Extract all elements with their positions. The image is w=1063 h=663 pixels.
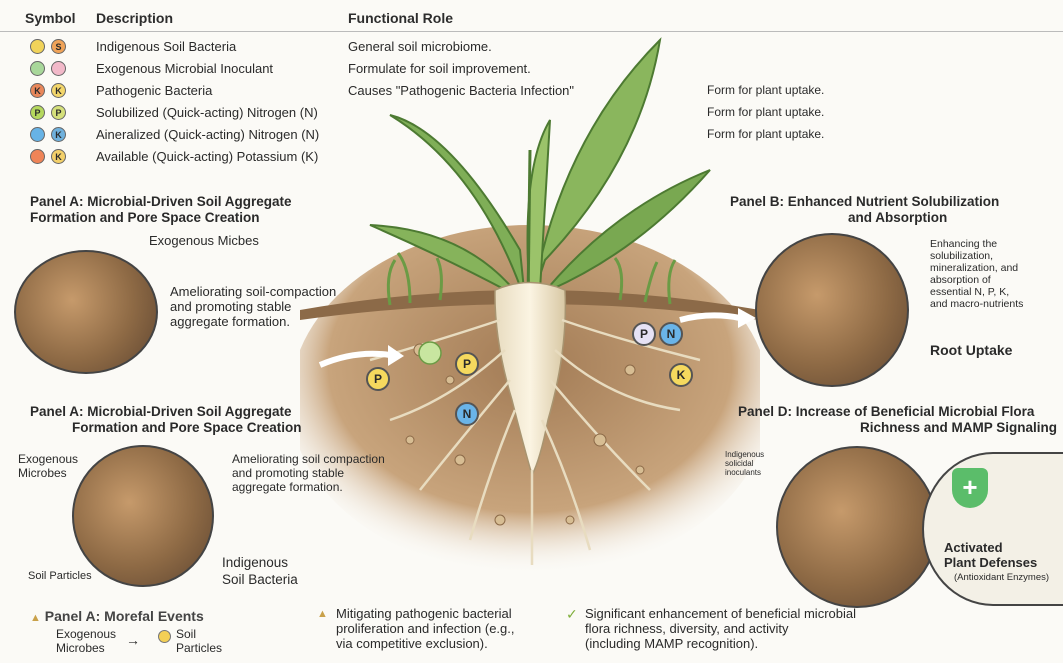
label-line: Particles [176, 641, 222, 655]
pathogenic-bacteria-symbol: K [30, 83, 45, 98]
activated-defenses-label: Activated Plant Defenses [944, 540, 1037, 570]
arrow-right-icon: → [126, 632, 140, 648]
soil-particles-label: Soil Particles [28, 570, 92, 582]
pathogen-mitigation-text: Mitigating pathogenic bacterial prolifer… [336, 606, 515, 651]
phosphorus-marker: P [455, 352, 479, 376]
mineral-nitrogen-symbol [30, 127, 45, 142]
panel-a-top-title-2: Formation and Pore Space Creation [30, 210, 260, 226]
legend-description: Available (Quick-acting) Potassium (K) [96, 149, 318, 164]
triangle-icon: ▲ [317, 608, 328, 620]
root-zoom-circle [755, 233, 909, 387]
note-line: and macro-nutrients [930, 298, 1023, 310]
label-line: solicidal [725, 459, 764, 468]
legend-header-description: Description [96, 10, 173, 26]
caption-line: and promoting stable [170, 299, 336, 314]
caption-line: aggregate formation. [232, 480, 385, 494]
text-line: Significant enhancement of beneficial mi… [585, 606, 856, 621]
panel-b-title-1: Panel B: Enhanced Nutrient Solubilizatio… [730, 194, 999, 210]
flora-enhancement-text: Significant enhancement of beneficial mi… [585, 606, 856, 651]
soil-particle-icon [158, 630, 171, 643]
plant-soil-illustration [300, 20, 760, 600]
mineral-nitrogen-symbol: K [51, 127, 66, 142]
caption-line: and promoting stable [232, 466, 385, 480]
shield-icon: + [952, 468, 988, 508]
label-line: inoculants [725, 468, 764, 477]
exogenous-microbes-label: Exogenous Microbes [18, 452, 78, 480]
label-line: Activated [944, 540, 1037, 555]
panel-b-title-2: and Absorption [848, 210, 947, 226]
root-uptake-label: Root Uptake [930, 342, 1012, 358]
label-line: Indigenous [725, 450, 764, 459]
exogenous-inoculant-symbol [51, 61, 66, 76]
label-line: Microbes [56, 641, 116, 655]
panel-a-top-title-1: Panel A: Microbial-Driven Soil Aggregate [30, 194, 292, 210]
label-line: Soil [176, 627, 222, 641]
soil-particles-legend: Soil Particles [176, 627, 222, 655]
caption-line: aggregate formation. [170, 314, 336, 329]
legend-description: Aineralized (Quick-acting) Nitrogen (N) [96, 127, 319, 142]
nitrogen-marker: N [659, 322, 683, 346]
panel-d-small-label: Indigenous solicidal inoculants [725, 450, 764, 477]
note-line: essential N, P, K, [930, 286, 1023, 298]
phosphorus-marker: P [366, 367, 390, 391]
label-line: Soil Bacteria [222, 571, 298, 588]
note-line: absorption of [930, 274, 1023, 286]
nitrogen-symbol: P [51, 105, 66, 120]
exogenous-microbes-legend: Exogenous Microbes [56, 627, 116, 655]
exogenous-microbes-label: Exogenous Micbes [149, 233, 259, 248]
nitrogen-symbol: P [30, 105, 45, 120]
text-line: (including MAMP recognition). [585, 636, 856, 651]
caption-line: Ameliorating soil compaction [232, 452, 385, 466]
panel-d-title-1: Panel D: Increase of Beneficial Microbia… [738, 404, 1034, 420]
potassium-marker: K [669, 363, 693, 387]
legend-description: Indigenous Soil Bacteria [96, 39, 236, 54]
note-line: mineralization, and [930, 262, 1023, 274]
panel-a-bottom-caption: Ameliorating soil compaction and promoti… [232, 452, 385, 494]
indigenous-bacteria-symbol [30, 39, 45, 54]
text-line: proliferation and infection (e.g., [336, 621, 515, 636]
caption-line: Ameliorating soil-compaction [170, 284, 336, 299]
legend-description: Solubilized (Quick-acting) Nitrogen (N) [96, 105, 318, 120]
label-line: Exogenous [56, 627, 116, 641]
label-line: Exogenous [18, 452, 78, 466]
microbe [419, 342, 441, 364]
aggregate-zoom-circle [14, 250, 158, 374]
indigenous-bacteria-symbol: S [51, 39, 66, 54]
note-line: Enhancing the [930, 238, 1023, 250]
check-icon: ✓ [566, 606, 578, 623]
panel-d-title-2: Richness and MAMP Signaling [860, 420, 1057, 436]
nitrogen-marker: N [455, 402, 479, 426]
panel-b-note: Enhancing the solubilization, mineraliza… [930, 238, 1023, 310]
panel-a-events-title: ▲ Panel A: Morefal Events [30, 608, 204, 624]
legend-description: Pathogenic Bacteria [96, 83, 212, 98]
events-title-text: Panel A: Morefal Events [45, 608, 204, 624]
panel-a-bottom-title-1: Panel A: Microbial-Driven Soil Aggregate [30, 404, 292, 420]
text-line: Mitigating pathogenic bacterial [336, 606, 515, 621]
panel-a-bottom-title-2: Formation and Pore Space Creation [72, 420, 302, 436]
legend-description: Exogenous Microbial Inoculant [96, 61, 273, 76]
exogenous-inoculant-symbol [30, 61, 45, 76]
note-line: solubilization, [930, 250, 1023, 262]
text-line: via competitive exclusion). [336, 636, 515, 651]
label-line: Microbes [18, 466, 78, 480]
label-line: Plant Defenses [944, 555, 1037, 570]
text-line: flora richness, diversity, and activity [585, 621, 856, 636]
panel-a-top-caption: Ameliorating soil-compaction and promoti… [170, 284, 336, 329]
label-line: Indigenous [222, 554, 298, 571]
triangle-icon: ▲ [30, 612, 41, 624]
indigenous-bacteria-label: Indigenous Soil Bacteria [222, 554, 298, 588]
potassium-symbol: K [51, 149, 66, 164]
pathogenic-bacteria-symbol: K [51, 83, 66, 98]
aggregate-zoom-circle [72, 445, 214, 587]
microbial-flora-zoom-circle [776, 446, 938, 608]
legend-header-symbol: Symbol [25, 10, 76, 26]
antioxidant-label: (Antioxidant Enzymes) [954, 572, 1049, 583]
phosphorus-marker: P [632, 322, 656, 346]
potassium-symbol [30, 149, 45, 164]
